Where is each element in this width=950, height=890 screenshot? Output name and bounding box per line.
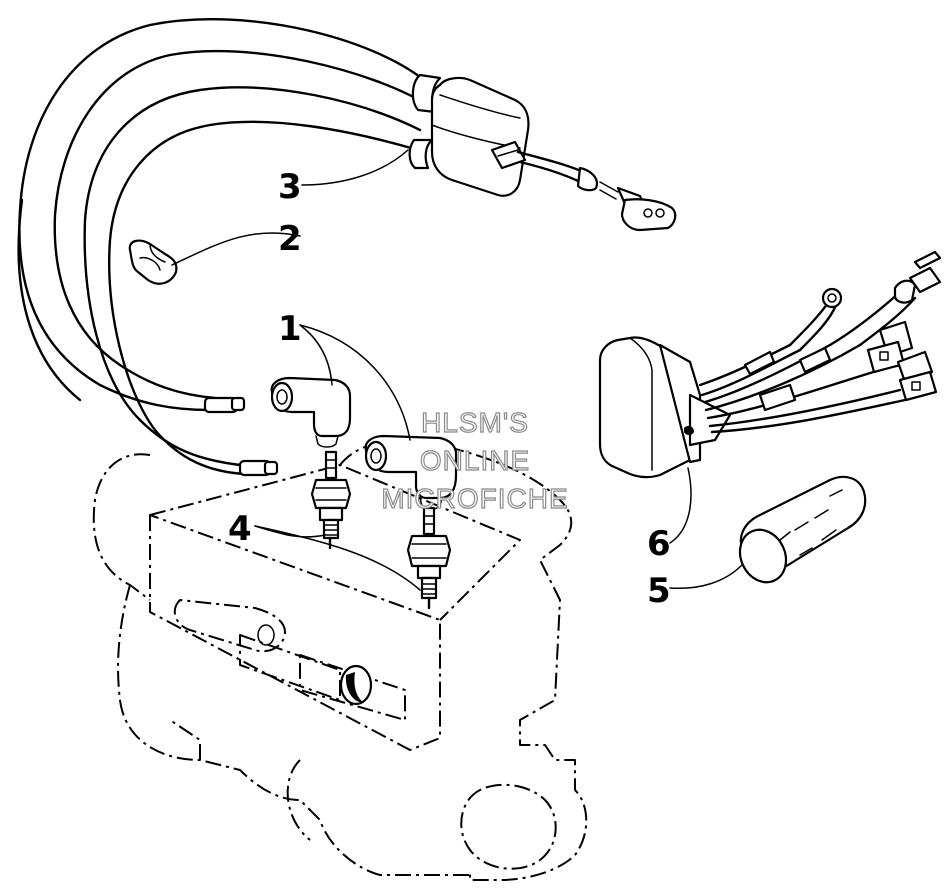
leader-lines: [171, 149, 743, 591]
callout-5: 5: [647, 571, 671, 611]
callout-labels: 1 2 3 4 5 6: [228, 167, 671, 611]
callout-1: 1: [278, 309, 302, 349]
callout-3: 3: [278, 167, 302, 207]
engine-outline: [92, 439, 588, 881]
watermark-line-3: MICROFICHE: [381, 483, 568, 514]
ignition-coil: [430, 76, 677, 232]
protective-sleeve: [738, 475, 867, 584]
watermark-line-1: HLSM'S: [421, 407, 529, 438]
ignition-coil-leads: [17, 18, 442, 477]
watermark: HLSM'S ONLINE MICROFICHE: [381, 406, 569, 514]
callout-4: 4: [228, 509, 252, 549]
callout-2: 2: [278, 219, 302, 259]
spark-plugs: [310, 450, 452, 610]
spark-plug-caps: [270, 376, 458, 510]
callout-6: 6: [647, 524, 671, 564]
watermark-line-2: ONLINE: [420, 445, 530, 476]
wire-clip: [128, 239, 178, 285]
cdi-module: [598, 250, 942, 479]
